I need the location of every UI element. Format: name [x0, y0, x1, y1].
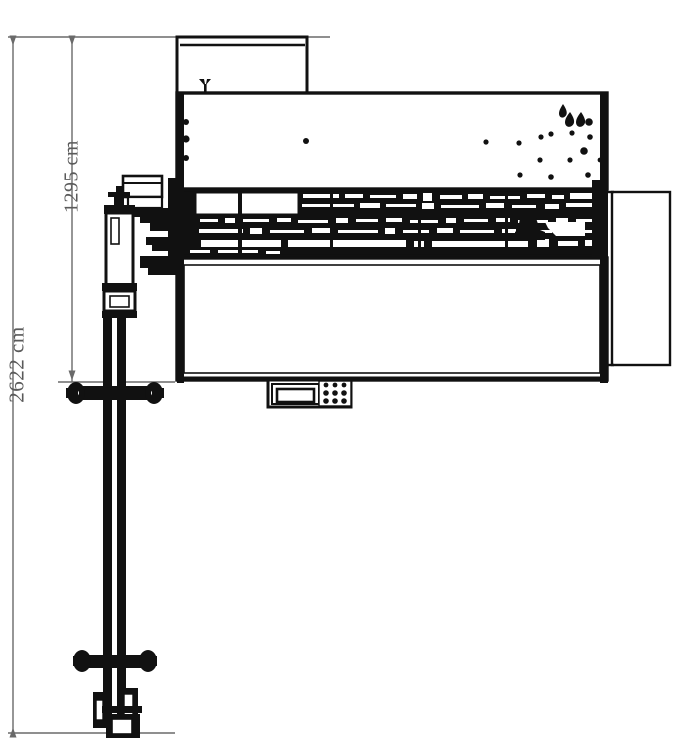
machinery-band-frame [177, 188, 607, 258]
teardrop-cutouts [559, 104, 586, 127]
mast-connecting-arm [128, 208, 184, 275]
upper-cabinet-panel [175, 91, 609, 191]
control-keypad [323, 382, 347, 404]
panel-mounting-holes-left [182, 119, 190, 161]
vertical-mast-column [103, 318, 126, 718]
machinery-band [177, 188, 607, 258]
mast-base-fixture [93, 688, 142, 738]
hydraulic-cylinder [102, 186, 137, 318]
lower-cabinet-panel [175, 256, 609, 382]
y-nozzle-icon [199, 79, 211, 92]
upper-cross-bar [66, 382, 164, 404]
operator-control-panel [266, 378, 353, 409]
mast-head-box [121, 174, 164, 210]
dimension-label-upper-height: 1295 cm [60, 140, 83, 213]
lower-cross-bar [73, 650, 157, 672]
right-extension-panel [607, 190, 672, 367]
dimension-label-total-height: 2622 cm [4, 326, 29, 403]
top-hood [175, 35, 309, 95]
right-structural-edge [592, 93, 608, 383]
